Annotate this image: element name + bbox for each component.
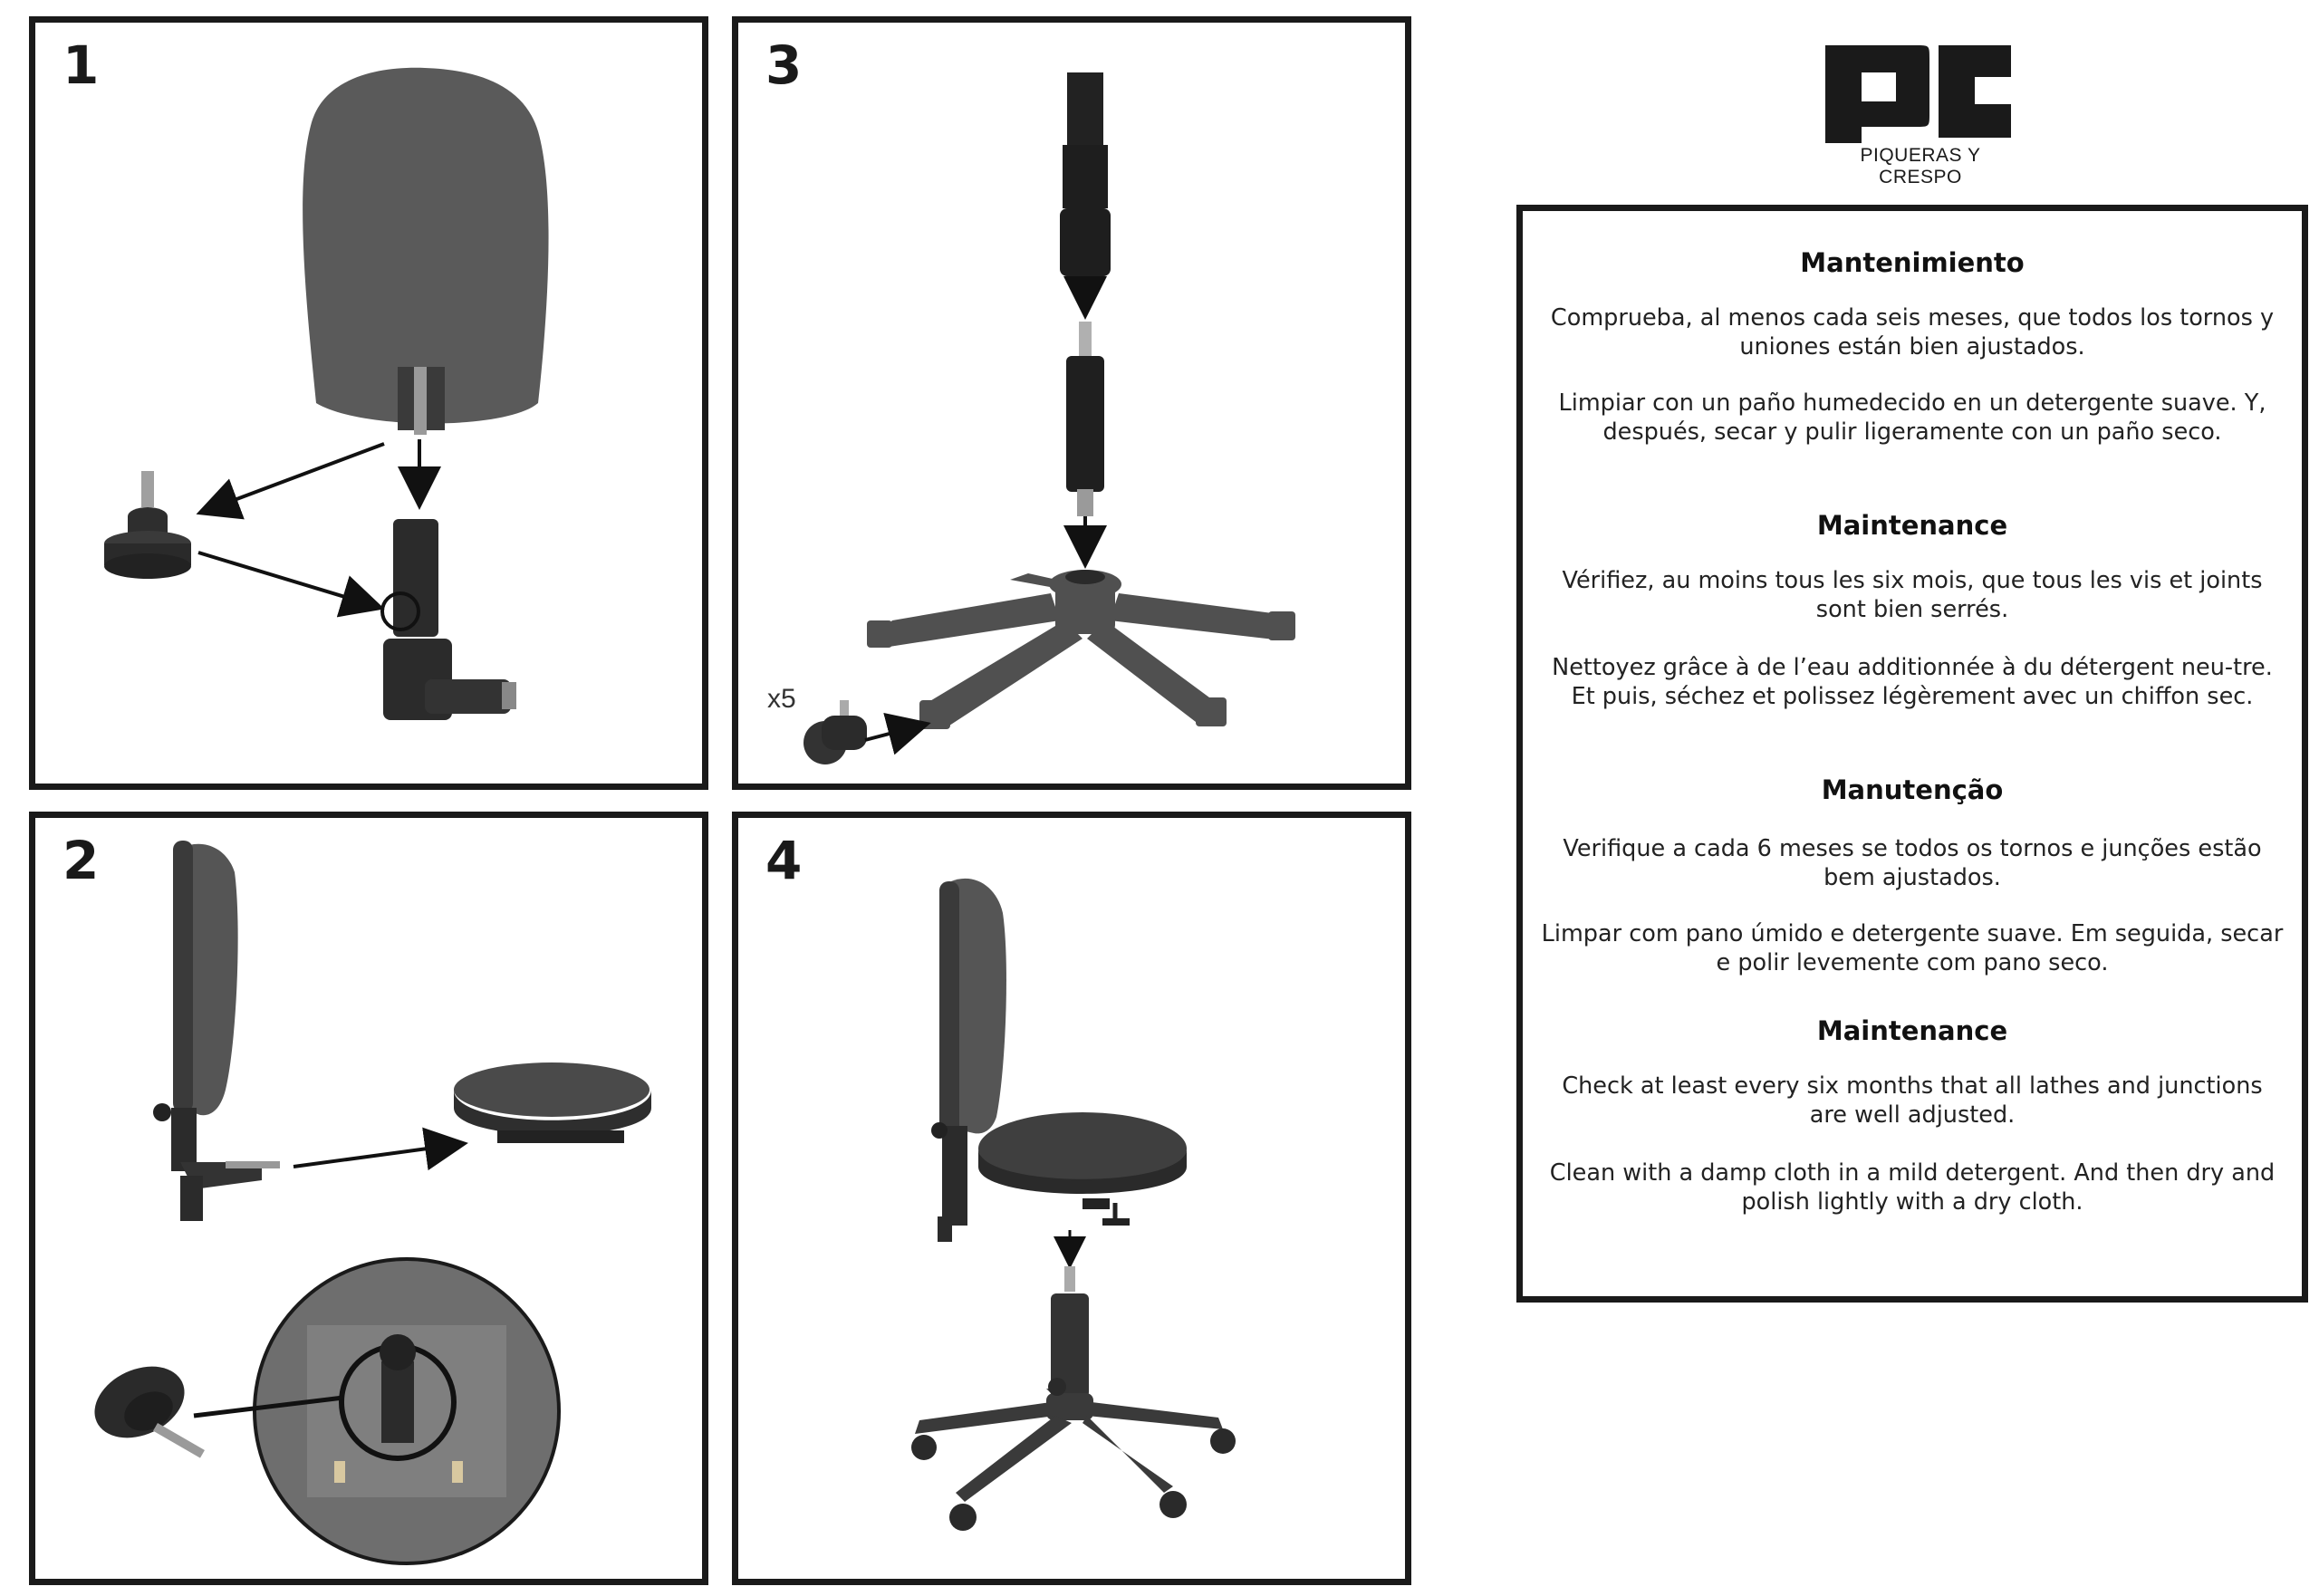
paragraph-fr-1: Vérifiez, au moins tous les six mois, qu… (1562, 567, 2263, 623)
paragraph-fr-2: Nettoyez grâce à de l’eau additionnée à … (1552, 654, 2273, 710)
paragraph-es-2: Limpiar con un paño humedecido en un det… (1558, 389, 2266, 446)
paragraph-pt-1: Verifique a cada 6 meses se todos os tor… (1563, 835, 2262, 891)
brand-name: PIQUERAS Y CRESPO (1860, 145, 1981, 187)
section-title-es: Mantenimiento (1800, 247, 2025, 278)
maintenance-box: Mantenimiento Comprueba, al menos cada s… (1516, 205, 2308, 1303)
paragraph-pt-2: Limpar com pano úmido e detergente suave… (1541, 920, 2284, 976)
step-number: 4 (765, 830, 803, 891)
paragraph-en-1: Check at least every six months that all… (1562, 1072, 2263, 1129)
section-title-fr: Maintenance (1816, 510, 2008, 541)
seat-illustration (94, 841, 651, 1565)
step-number: 3 (765, 34, 803, 96)
assembled-chair-illustration (911, 878, 1236, 1531)
section-title-en: Maintenance (1816, 1015, 2008, 1046)
brand-logo (1825, 45, 2011, 143)
knob-illustration (94, 1366, 205, 1458)
quantity-label: x5 (767, 684, 796, 714)
section-title-pt: Manutenção (1821, 774, 2004, 805)
gas-lift-illustration (803, 72, 1295, 764)
knob-illustration (141, 471, 154, 507)
step-panel-4: 4 (732, 812, 1411, 1585)
star-base-illustration (867, 570, 1295, 729)
step-panel-2: 2 (29, 812, 708, 1585)
paragraph-es-1: Comprueba, al menos cada seis meses, que… (1550, 304, 2275, 361)
caster-illustration (803, 700, 867, 764)
step-panel-3: 3 (732, 16, 1411, 790)
paragraph-en-2: Clean with a damp cloth in a mild deterg… (1549, 1159, 2276, 1216)
step-panel-1: 1 (29, 16, 708, 790)
backrest-illustration (104, 67, 549, 720)
step-number: 1 (63, 34, 100, 96)
step-number: 2 (63, 830, 100, 891)
